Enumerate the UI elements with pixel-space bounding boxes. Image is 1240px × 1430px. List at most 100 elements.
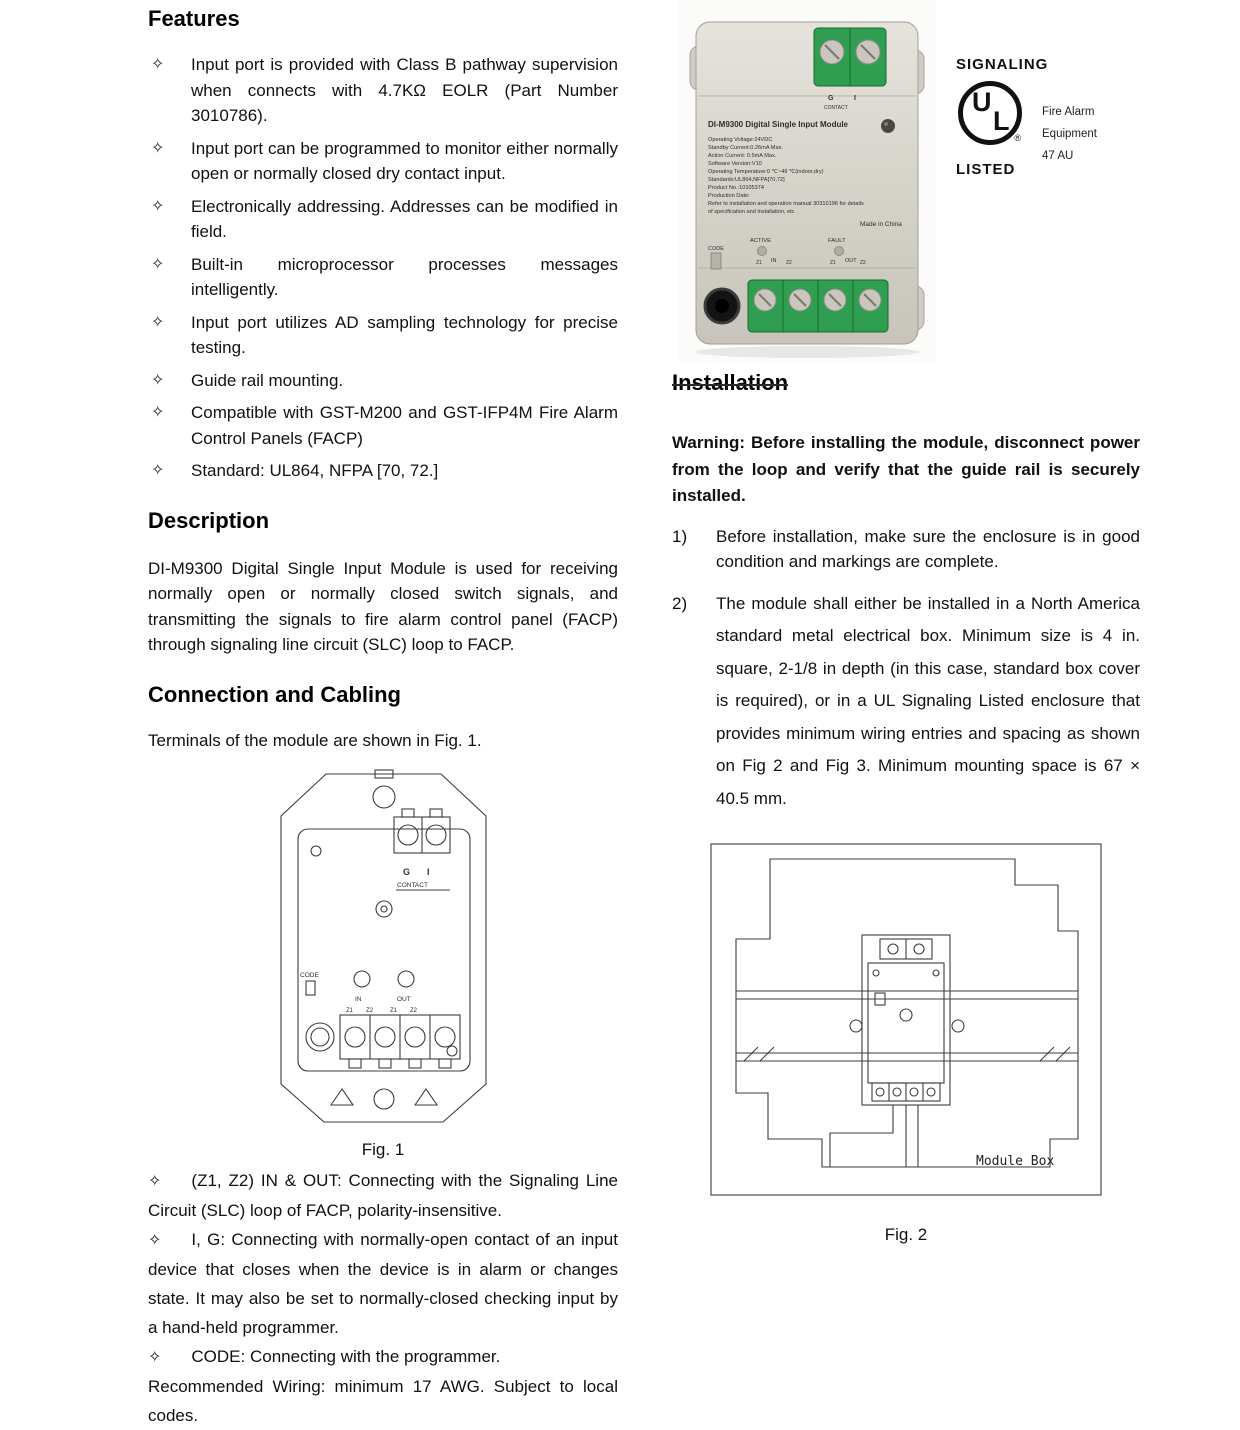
- cert-text-lines: Fire Alarm Equipment 47 AU: [1042, 101, 1097, 167]
- photo-spec-line: Operating Temperature:0 ℃~49 ℃(indoor,dr…: [708, 169, 824, 175]
- photo-label-contact: CONTACT: [824, 105, 848, 111]
- photo-label-z1: Z1: [830, 260, 836, 266]
- installation-heading: Installation: [672, 370, 789, 395]
- feature-item: ✧ Input port utilizes AD sampling techno…: [148, 310, 618, 361]
- feature-item: ✧ Input port can be programmed to monito…: [148, 136, 618, 187]
- photo-label-i: I: [854, 95, 856, 102]
- note-text: CODE: Connecting with the programmer.: [191, 1347, 501, 1366]
- photo-product-title: DI-M9300 Digital Single Input Module: [708, 120, 849, 129]
- fig1-caption: Fig. 1: [361, 1140, 405, 1159]
- right-column: G I CONTACT DI-M9300 Digital Single Inpu…: [672, 0, 1140, 1245]
- photo-label-in: IN: [771, 258, 777, 264]
- diamond-bullet-icon: ✧: [151, 197, 165, 215]
- feature-text: Input port is provided with Class B path…: [191, 55, 618, 125]
- ul-letter-l: L: [993, 106, 1010, 136]
- step-text: Before installation, make sure the enclo…: [716, 526, 1140, 572]
- photo-label-fault: FAULT: [828, 238, 846, 244]
- fig1-label-z2: Z2: [410, 1008, 418, 1014]
- fig1-label-in: IN: [355, 996, 362, 1003]
- figure-1: G I CONTACT CODE IN Z1 Z2 OUT Z1 Z2: [148, 769, 618, 1132]
- feature-item: ✧ Input port is provided with Class B pa…: [148, 52, 618, 129]
- feature-text: Input port utilizes AD sampling technolo…: [191, 312, 618, 358]
- diamond-bullet-icon: ✧: [148, 1173, 162, 1190]
- fig1-label-z2: Z2: [366, 1008, 374, 1014]
- photo-spec-line: Product No.:10105374: [708, 185, 764, 191]
- ul-letter-u: U: [972, 87, 992, 117]
- feature-item: ✧ Built-in microprocessor processes mess…: [148, 252, 618, 303]
- installation-steps: 1) Before installation, make sure the en…: [672, 524, 1140, 816]
- fig1-label-z1: Z1: [390, 1008, 398, 1014]
- ul-logo-icon: U L ®: [958, 81, 1022, 145]
- fig1-label-contact: CONTACT: [397, 882, 428, 889]
- photo-spec-line: of specification and installation, etc: [708, 209, 795, 215]
- ul-certification-block: SIGNALING U L ® Fire Alarm Equipment 47 …: [956, 56, 1140, 178]
- diamond-bullet-icon: ✧: [151, 404, 165, 421]
- feature-text: Compatible with GST-M200 and GST-IFP4M F…: [191, 403, 618, 448]
- description-paragraph: DI-M9300 Digital Single Input Module is …: [148, 558, 618, 655]
- cert-line: Equipment: [1042, 128, 1097, 140]
- photo-label-g: G: [828, 95, 834, 102]
- photo-label-out: OUT: [845, 258, 857, 264]
- diamond-bullet-icon: ✧: [151, 56, 165, 73]
- photo-spec-line: Production Date:: [708, 193, 750, 199]
- step-number: 1): [672, 526, 688, 546]
- photo-spec-line: Standby Current:0.26mA Max.: [708, 145, 783, 151]
- fig1-label-out: OUT: [397, 996, 411, 1003]
- registered-mark-icon: ®: [1014, 133, 1021, 143]
- cert-line: 47 AU: [1042, 150, 1074, 162]
- connection-notes: ✧(Z1, Z2) IN & OUT: Connecting with the …: [148, 1166, 618, 1430]
- ul-logo-area: U L ® Fire Alarm Equipment 47 AU LISTED: [956, 73, 1140, 178]
- photo-spec-line: Action Current: 0.5mA Max.: [708, 153, 777, 159]
- photo-label-active: ACTIVE: [750, 238, 771, 244]
- note-text: I, G: Connecting with normally-open cont…: [148, 1230, 618, 1337]
- diamond-bullet-icon: ✧: [148, 1349, 162, 1366]
- features-list: ✧ Input port is provided with Class B pa…: [148, 52, 618, 484]
- product-photo-row: G I CONTACT DI-M9300 Digital Single Inpu…: [672, 0, 1140, 364]
- signaling-label: SIGNALING: [956, 56, 1049, 73]
- diamond-bullet-icon: ✧: [151, 313, 165, 331]
- feature-item: ✧ Standard: UL864, NFPA [70, 72.]: [148, 458, 618, 484]
- wiring-note: Recommended Wiring: minimum 17 AWG. Subj…: [148, 1377, 618, 1425]
- diamond-bullet-icon: ✧: [151, 371, 165, 389]
- installation-step: 2) The module shall either be installed …: [672, 588, 1140, 816]
- fig2-module-box-label: Module Box: [976, 1154, 1054, 1169]
- listed-label: LISTED: [956, 161, 1016, 178]
- feature-text: Built-in microprocessor processes messag…: [191, 254, 618, 300]
- photo-label-code: CODE: [708, 246, 724, 252]
- fig1-module-drawing: G I CONTACT CODE IN Z1 Z2 OUT Z1 Z2: [279, 769, 487, 1123]
- diamond-bullet-icon: ✧: [151, 139, 165, 157]
- fig2-caption: Fig. 2: [884, 1225, 928, 1244]
- installation-step: 1) Before installation, make sure the en…: [672, 524, 1140, 575]
- fig1-label-g: G: [403, 867, 410, 877]
- installation-warning: Warning: Before installing the module, d…: [672, 433, 1140, 505]
- feature-text: Electronically addressing. Addresses can…: [191, 196, 618, 242]
- diamond-bullet-icon: ✧: [151, 255, 165, 273]
- step-number: 2): [672, 593, 688, 613]
- photo-label-z1: Z1: [756, 260, 762, 266]
- left-column: Features ✧ Input port is provided with C…: [148, 0, 618, 1430]
- connection-intro: Terminals of the module are shown in Fig…: [148, 730, 482, 750]
- diamond-bullet-icon: ✧: [151, 462, 165, 479]
- photo-spec-line: Software Version:V10: [708, 161, 762, 167]
- photo-made-in-china: Made in China: [860, 221, 902, 228]
- features-heading: Features: [148, 6, 240, 31]
- photo-label-z2: Z2: [786, 260, 792, 266]
- connection-heading: Connection and Cabling: [148, 681, 401, 707]
- cert-line: Fire Alarm: [1042, 106, 1095, 118]
- feature-text: Input port can be programmed to monitor …: [191, 138, 618, 184]
- feature-item: ✧ Guide rail mounting.: [148, 368, 618, 394]
- note-text: (Z1, Z2) IN & OUT: Connecting with the S…: [148, 1171, 618, 1220]
- note-code: ✧ CODE: Connecting with the programmer.: [148, 1342, 618, 1372]
- diamond-bullet-icon: ✧: [148, 1232, 162, 1249]
- fig1-label-code: CODE: [300, 972, 319, 979]
- feature-text: Standard: UL864, NFPA [70, 72.]: [191, 461, 439, 480]
- photo-spec-line: Operating Voltage:24VDC: [708, 137, 772, 143]
- feature-item: ✧ Compatible with GST-M200 and GST-IFP4M…: [148, 400, 618, 451]
- fig1-label-i: I: [427, 867, 430, 877]
- note-ig: ✧I, G: Connecting with normally-open con…: [148, 1225, 618, 1342]
- figure-2: Module Box: [672, 843, 1140, 1201]
- description-heading: Description: [148, 507, 270, 533]
- note-z1z2: ✧(Z1, Z2) IN & OUT: Connecting with the …: [148, 1166, 618, 1225]
- photo-spec-line: Standards:UL864,NFPA[70,72]: [708, 177, 785, 183]
- product-photo: G I CONTACT DI-M9300 Digital Single Inpu…: [678, 0, 936, 362]
